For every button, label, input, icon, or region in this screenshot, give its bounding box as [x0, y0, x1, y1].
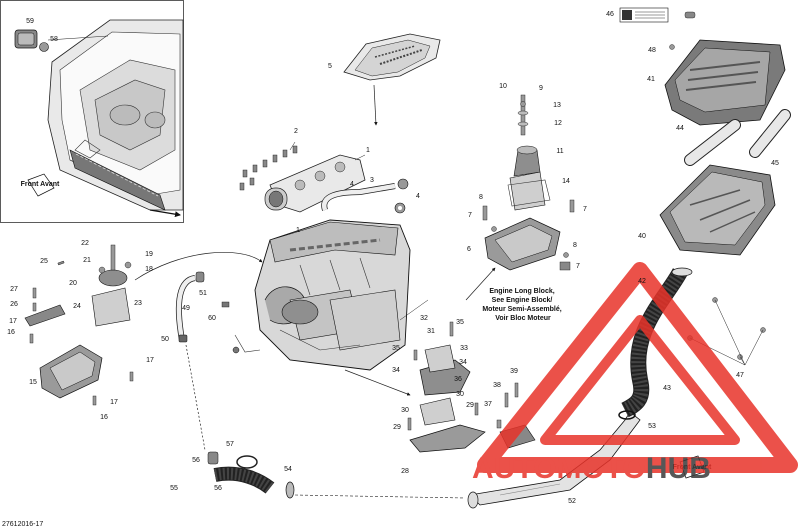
callout-c30b: 30	[456, 391, 464, 398]
callout-c10: 10	[499, 83, 507, 90]
callout-58: 58	[50, 36, 58, 43]
air-intake-box: Front Avant	[618, 7, 791, 479]
engine-long-block	[232, 219, 411, 371]
callout-c44: 44	[676, 125, 684, 132]
callout-c57: 57	[226, 441, 234, 448]
callout-c43: 43	[663, 385, 671, 392]
intake-manifold	[239, 141, 409, 214]
callout-c3: 3	[370, 177, 374, 184]
callout-c16b: 16	[100, 414, 108, 421]
callout-c55: 55	[170, 485, 178, 492]
callout-c11: 11	[556, 148, 563, 155]
callout-c29a: 29	[393, 424, 401, 431]
callout-c52: 52	[568, 498, 576, 505]
callout-c45: 45	[771, 160, 779, 167]
engine-mount-center	[465, 94, 575, 301]
callout-c1b: 1	[296, 227, 300, 234]
callout-c60: 60	[208, 315, 216, 322]
callout-c35b: 35	[456, 319, 464, 326]
callout-c15: 15	[29, 379, 37, 386]
callout-c54: 54	[284, 466, 292, 473]
callout-c17c: 17	[110, 399, 118, 406]
callout-c50: 50	[161, 336, 169, 343]
hull-inset: 59 58 Front Avant	[0, 0, 184, 223]
callout-c49: 49	[182, 305, 190, 312]
callout-c4b: 4	[416, 193, 420, 200]
callout-c56b: 56	[214, 485, 222, 492]
callout-c2: 2	[294, 128, 298, 135]
callout-c35a: 35	[392, 345, 400, 352]
callout-c22: 22	[81, 240, 89, 247]
callout-c7c: 7	[576, 263, 580, 270]
callout-c5: 5	[328, 63, 332, 70]
callout-c47: 47	[736, 372, 744, 379]
callout-c31: 31	[427, 328, 435, 335]
callout-c40: 40	[638, 233, 646, 240]
callout-c27: 27	[10, 286, 18, 293]
callout-59: 59	[26, 18, 34, 25]
callout-c9: 9	[539, 85, 543, 92]
callout-c14: 14	[562, 178, 570, 185]
engine-mount-left	[24, 244, 263, 406]
footer-code: 27612016-17	[2, 521, 43, 528]
engine-note: Engine Long Block, See Engine Block/ Mot…	[482, 288, 563, 322]
callout-c7a: 7	[468, 212, 472, 219]
callout-c36: 36	[454, 376, 462, 383]
callout-c16a: 16	[7, 329, 15, 336]
callout-c6: 6	[467, 246, 471, 253]
callout-c20: 20	[69, 280, 77, 287]
callout-c38: 38	[493, 382, 501, 389]
callout-c8b: 8	[573, 242, 577, 249]
callout-c41: 41	[647, 76, 655, 83]
callout-c46: 46	[606, 11, 614, 18]
inset-front-tag: Front Avant	[21, 181, 60, 188]
callout-c18: 18	[145, 266, 153, 273]
callout-c56a: 56	[192, 457, 200, 464]
callout-c33: 33	[460, 345, 468, 352]
callout-c7b: 7	[583, 206, 587, 213]
callout-c1: 1	[366, 147, 370, 154]
callout-c32: 32	[420, 315, 428, 322]
callout-c12: 12	[554, 120, 562, 127]
callout-c24: 24	[73, 303, 81, 310]
callout-c37: 37	[484, 401, 492, 408]
callout-c21: 21	[83, 257, 91, 264]
automotohub-watermark: AUTOMOTOHUB	[472, 262, 798, 485]
hose-assembly-left	[175, 271, 230, 451]
callout-c30a: 30	[401, 407, 409, 414]
watermark-text: AUTOMOTOHUB	[472, 452, 711, 485]
callout-c26: 26	[10, 301, 18, 308]
callout-c53: 53	[648, 423, 656, 430]
callout-c28: 28	[401, 468, 409, 475]
callout-labels: 1234451677788910111213141516161717171819…	[7, 11, 779, 505]
engine-mount-right	[344, 321, 536, 453]
callout-c13: 13	[553, 102, 561, 109]
callout-c17a: 17	[9, 318, 17, 325]
callout-c8a: 8	[479, 194, 483, 201]
callout-c51: 51	[199, 290, 207, 297]
callout-c4: 4	[350, 181, 354, 188]
callout-c34b: 34	[459, 359, 467, 366]
callout-c39: 39	[510, 368, 518, 375]
engine-note-leader	[399, 299, 429, 321]
callout-c42: 42	[638, 278, 646, 285]
callout-c29b: 29	[466, 402, 474, 409]
callout-c19: 19	[145, 251, 153, 258]
callout-c23: 23	[134, 300, 142, 307]
callout-c25: 25	[40, 258, 48, 265]
callout-c34a: 34	[392, 367, 400, 374]
callout-c48: 48	[648, 47, 656, 54]
engine-cover	[343, 33, 441, 126]
callout-c17b: 17	[146, 357, 154, 364]
